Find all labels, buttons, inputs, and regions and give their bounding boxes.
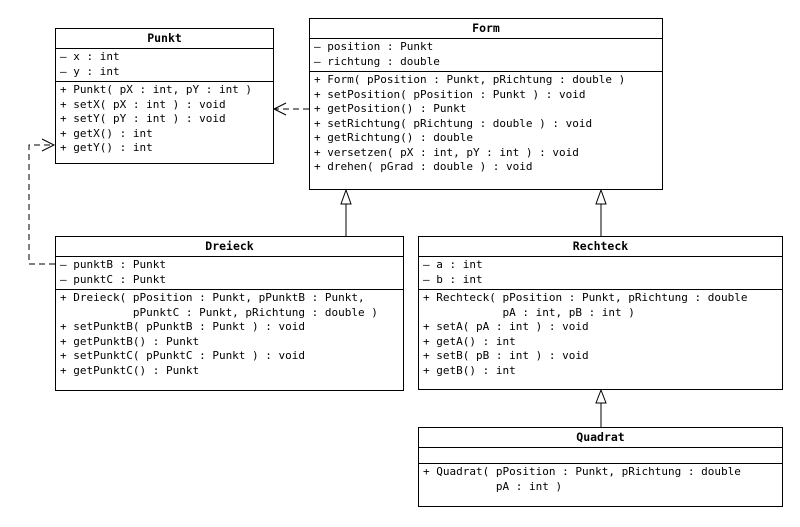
method: pA : int ) <box>423 479 563 493</box>
attributes-section: – a : int – b : int <box>419 257 782 289</box>
generalization-rechteck-form <box>595 188 607 236</box>
class-title: Quadrat <box>419 428 782 448</box>
method: + drehen( pGrad : double ) : void <box>314 160 533 173</box>
method: + Rechteck( pPosition : Punkt, pRichtung… <box>423 291 748 304</box>
method: + versetzen( pX : int, pY : int ) : void <box>314 145 579 159</box>
method: + Quadrat( pPosition : Punkt, pRichtung … <box>423 465 741 478</box>
attribute: – position : Punkt <box>314 40 434 53</box>
class-quadrat: Quadrat + Quadrat( pPosition : Punkt, pR… <box>418 427 783 507</box>
method: + getA() : int <box>423 334 516 348</box>
method: + Punkt( pX : int, pY : int ) <box>60 83 253 96</box>
method: + setPosition( pPosition : Punkt ) : voi… <box>314 87 586 101</box>
method: + getPosition() : Punkt <box>314 102 467 115</box>
class-title: Form <box>310 19 662 39</box>
method: + getPunktC() : Punkt <box>60 363 200 377</box>
methods-section: + Dreieck( pPosition : Punkt, pPunktB : … <box>56 289 403 380</box>
dependency-dreieck-punkt <box>28 138 56 265</box>
generalization-dreieck-form <box>340 188 352 236</box>
method: + setY( pY : int ) : void <box>60 112 226 125</box>
methods-section: + Punkt( pX : int, pY : int ) + setX( pX… <box>56 81 273 158</box>
method: + Dreieck( pPosition : Punkt, pPunktB : … <box>60 291 365 304</box>
attribute: – a : int <box>423 258 483 271</box>
empty-attributes <box>419 449 782 461</box>
method: + setRichtung( pRichtung : double ) : vo… <box>314 116 593 130</box>
class-title: Rechteck <box>419 237 782 257</box>
methods-section: + Form( pPosition : Punkt, pRichtung : d… <box>310 71 662 177</box>
attributes-section: – punktB : Punkt – punktC : Punkt <box>56 257 403 289</box>
generalization-quadrat-rechteck <box>595 388 607 427</box>
methods-section: + Rechteck( pPosition : Punkt, pRichtung… <box>419 289 782 380</box>
attribute: – richtung : double <box>314 54 440 68</box>
method: + setPunktC( pPunktC : Punkt ) : void <box>60 349 306 362</box>
method: + setX( pX : int ) : void <box>60 97 226 111</box>
attribute: – y : int <box>60 64 120 78</box>
attributes-section <box>419 448 782 463</box>
method: + setA( pA : int ) : void <box>423 320 589 333</box>
method: + getY() : int <box>60 141 153 154</box>
method: pA : int, pB : int ) <box>423 305 635 319</box>
attributes-section: – position : Punkt – richtung : double <box>310 39 662 71</box>
method: pPunktC : Punkt, pRichtung : double ) <box>60 305 378 319</box>
method: + setPunktB( pPunktB : Punkt ) : void <box>60 320 306 333</box>
attribute: – x : int <box>60 50 120 63</box>
method: + getPunktB() : Punkt <box>60 334 200 348</box>
method: + getRichtung() : double <box>314 131 473 144</box>
class-title: Punkt <box>56 29 273 49</box>
attribute: – punktB : Punkt <box>60 258 166 271</box>
attribute: – b : int <box>423 272 483 286</box>
class-punkt: Punkt – x : int – y : int + Punkt( pX : … <box>55 28 274 164</box>
method: + Form( pPosition : Punkt, pRichtung : d… <box>314 73 626 86</box>
attribute: – punktC : Punkt <box>60 272 166 286</box>
dependency-form-punkt <box>272 102 309 116</box>
class-rechteck: Rechteck – a : int – b : int + Rechteck(… <box>418 236 783 390</box>
class-title: Dreieck <box>56 237 403 257</box>
method: + getX() : int <box>60 126 153 140</box>
method: + getB() : int <box>423 363 516 377</box>
class-dreieck: Dreieck – punktB : Punkt – punktC : Punk… <box>55 236 404 391</box>
attributes-section: – x : int – y : int <box>56 49 273 81</box>
class-form: Form – position : Punkt – richtung : dou… <box>309 18 663 190</box>
methods-section: + Quadrat( pPosition : Punkt, pRichtung … <box>419 463 782 496</box>
method: + setB( pB : int ) : void <box>423 349 589 362</box>
